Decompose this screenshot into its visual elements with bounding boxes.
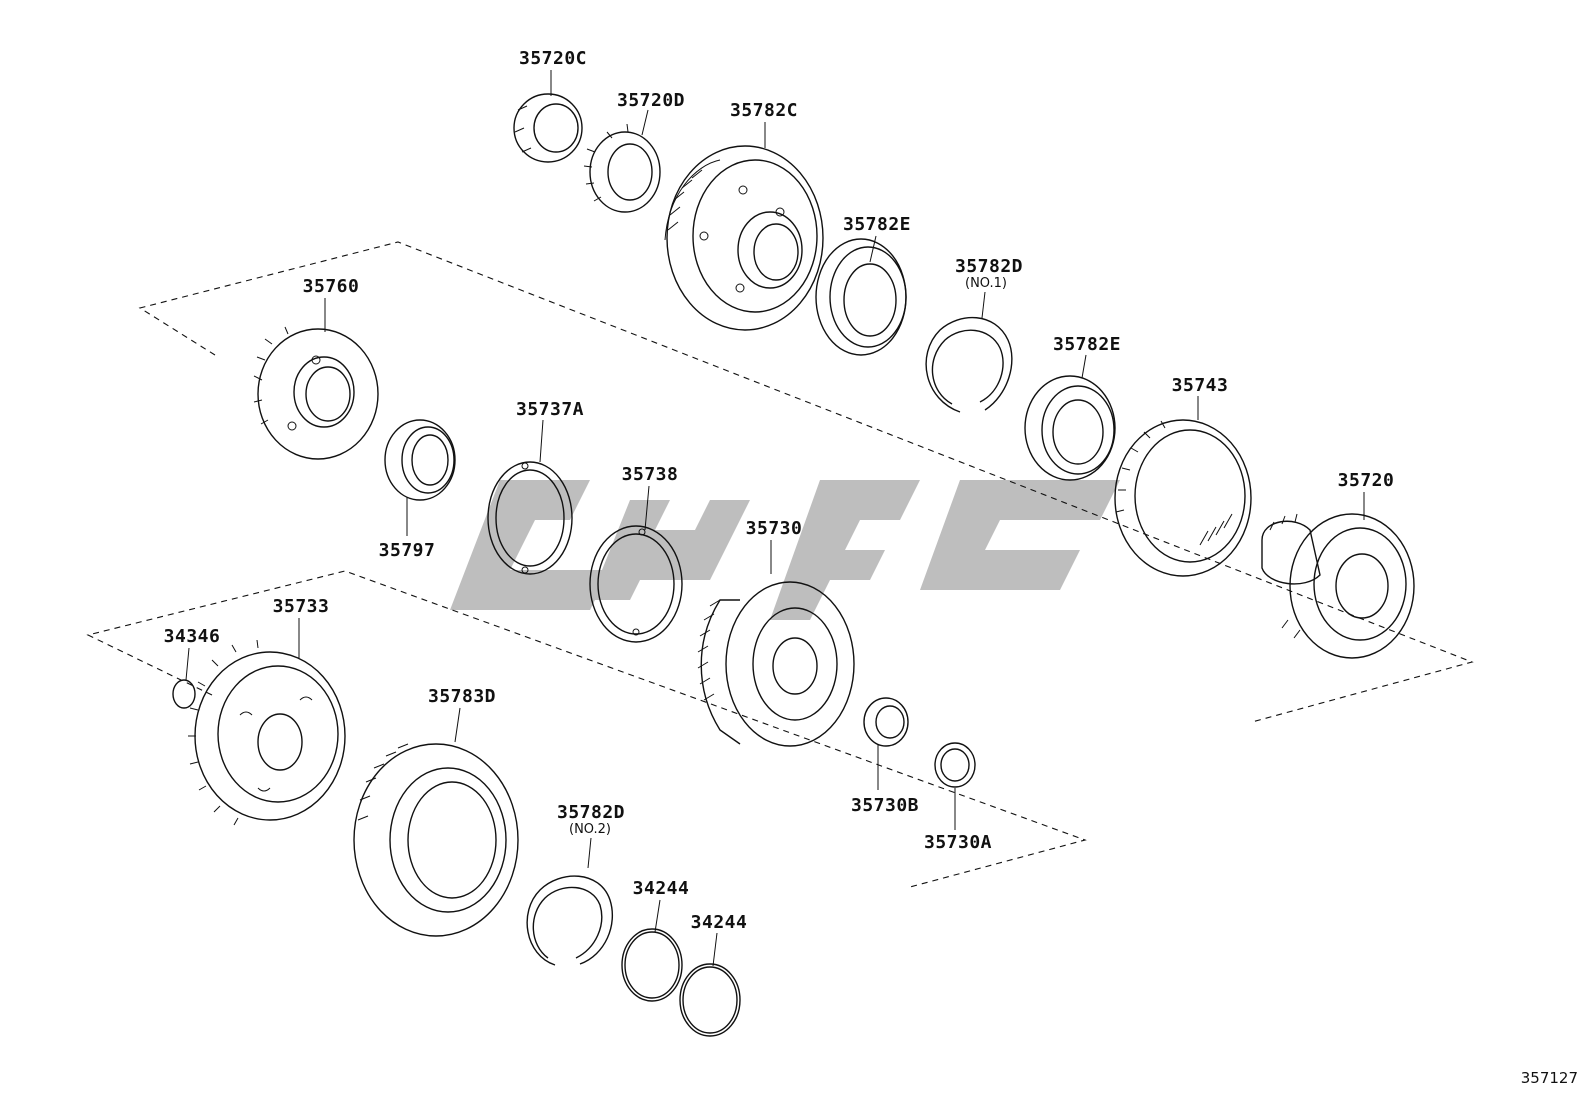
- label-35782D-no1[interactable]: 35782D: [954, 256, 1024, 277]
- part-35720C-nut: [513, 93, 583, 163]
- part-35720-carrier: [1261, 513, 1415, 659]
- part-35730-drum: [697, 581, 855, 747]
- label-35720C[interactable]: 35720C: [518, 48, 588, 69]
- label-35782D-no2[interactable]: 35782D: [556, 802, 626, 823]
- label-35782E-upper[interactable]: 35782E: [842, 214, 912, 235]
- part-35782E-bearing-upper: [815, 238, 907, 356]
- group-outline-lower: [86, 570, 1087, 888]
- part-35782D-snap-ring-no1: [925, 316, 1013, 413]
- part-34244-o-ring-2: [679, 963, 741, 1037]
- part-35782E-bearing-lower: [1024, 375, 1116, 481]
- part-35782C-gear: [664, 145, 824, 331]
- label-35782C[interactable]: 35782C: [729, 100, 799, 121]
- sublabel-no2: (NO.2): [569, 822, 611, 837]
- label-34346[interactable]: 34346: [163, 626, 221, 647]
- part-35738-washer: [589, 525, 683, 643]
- label-35733[interactable]: 35733: [272, 596, 330, 617]
- part-35782D-snap-ring-no2: [526, 875, 614, 966]
- label-35797[interactable]: 35797: [378, 540, 436, 561]
- part-35720D-washer: [583, 123, 661, 213]
- part-35737A-washer: [487, 461, 573, 575]
- part-34244-o-ring-1: [621, 928, 683, 1002]
- part-35743-ring-gear: [1114, 419, 1252, 577]
- part-34346-o-ring: [172, 679, 196, 709]
- part-35733-sprocket: [188, 639, 346, 826]
- part-35730A-washer: [934, 742, 976, 788]
- label-35730B[interactable]: 35730B: [850, 795, 920, 816]
- label-35783D[interactable]: 35783D: [427, 686, 497, 707]
- label-35730[interactable]: 35730: [745, 518, 803, 539]
- label-35760[interactable]: 35760: [302, 276, 360, 297]
- label-35743[interactable]: 35743: [1171, 375, 1229, 396]
- part-35783D-ring-gear: [353, 743, 519, 937]
- label-35737A[interactable]: 35737A: [515, 399, 585, 420]
- label-35738[interactable]: 35738: [621, 464, 679, 485]
- group-outline-upper: [138, 241, 1474, 723]
- part-35797-needle-bearing: [384, 419, 456, 501]
- part-35760-carrier: [253, 326, 379, 460]
- sublabel-no1: (NO.1): [965, 276, 1007, 291]
- label-35782E-lower[interactable]: 35782E: [1052, 334, 1122, 355]
- label-35730A[interactable]: 35730A: [923, 832, 993, 853]
- part-35730B-bearing: [863, 697, 909, 747]
- label-34244-1[interactable]: 34244: [632, 878, 690, 899]
- label-35720[interactable]: 35720: [1337, 470, 1395, 491]
- label-34244-2[interactable]: 34244: [690, 912, 748, 933]
- label-35720D[interactable]: 35720D: [616, 90, 686, 111]
- figure-number: 357127: [1520, 1069, 1578, 1087]
